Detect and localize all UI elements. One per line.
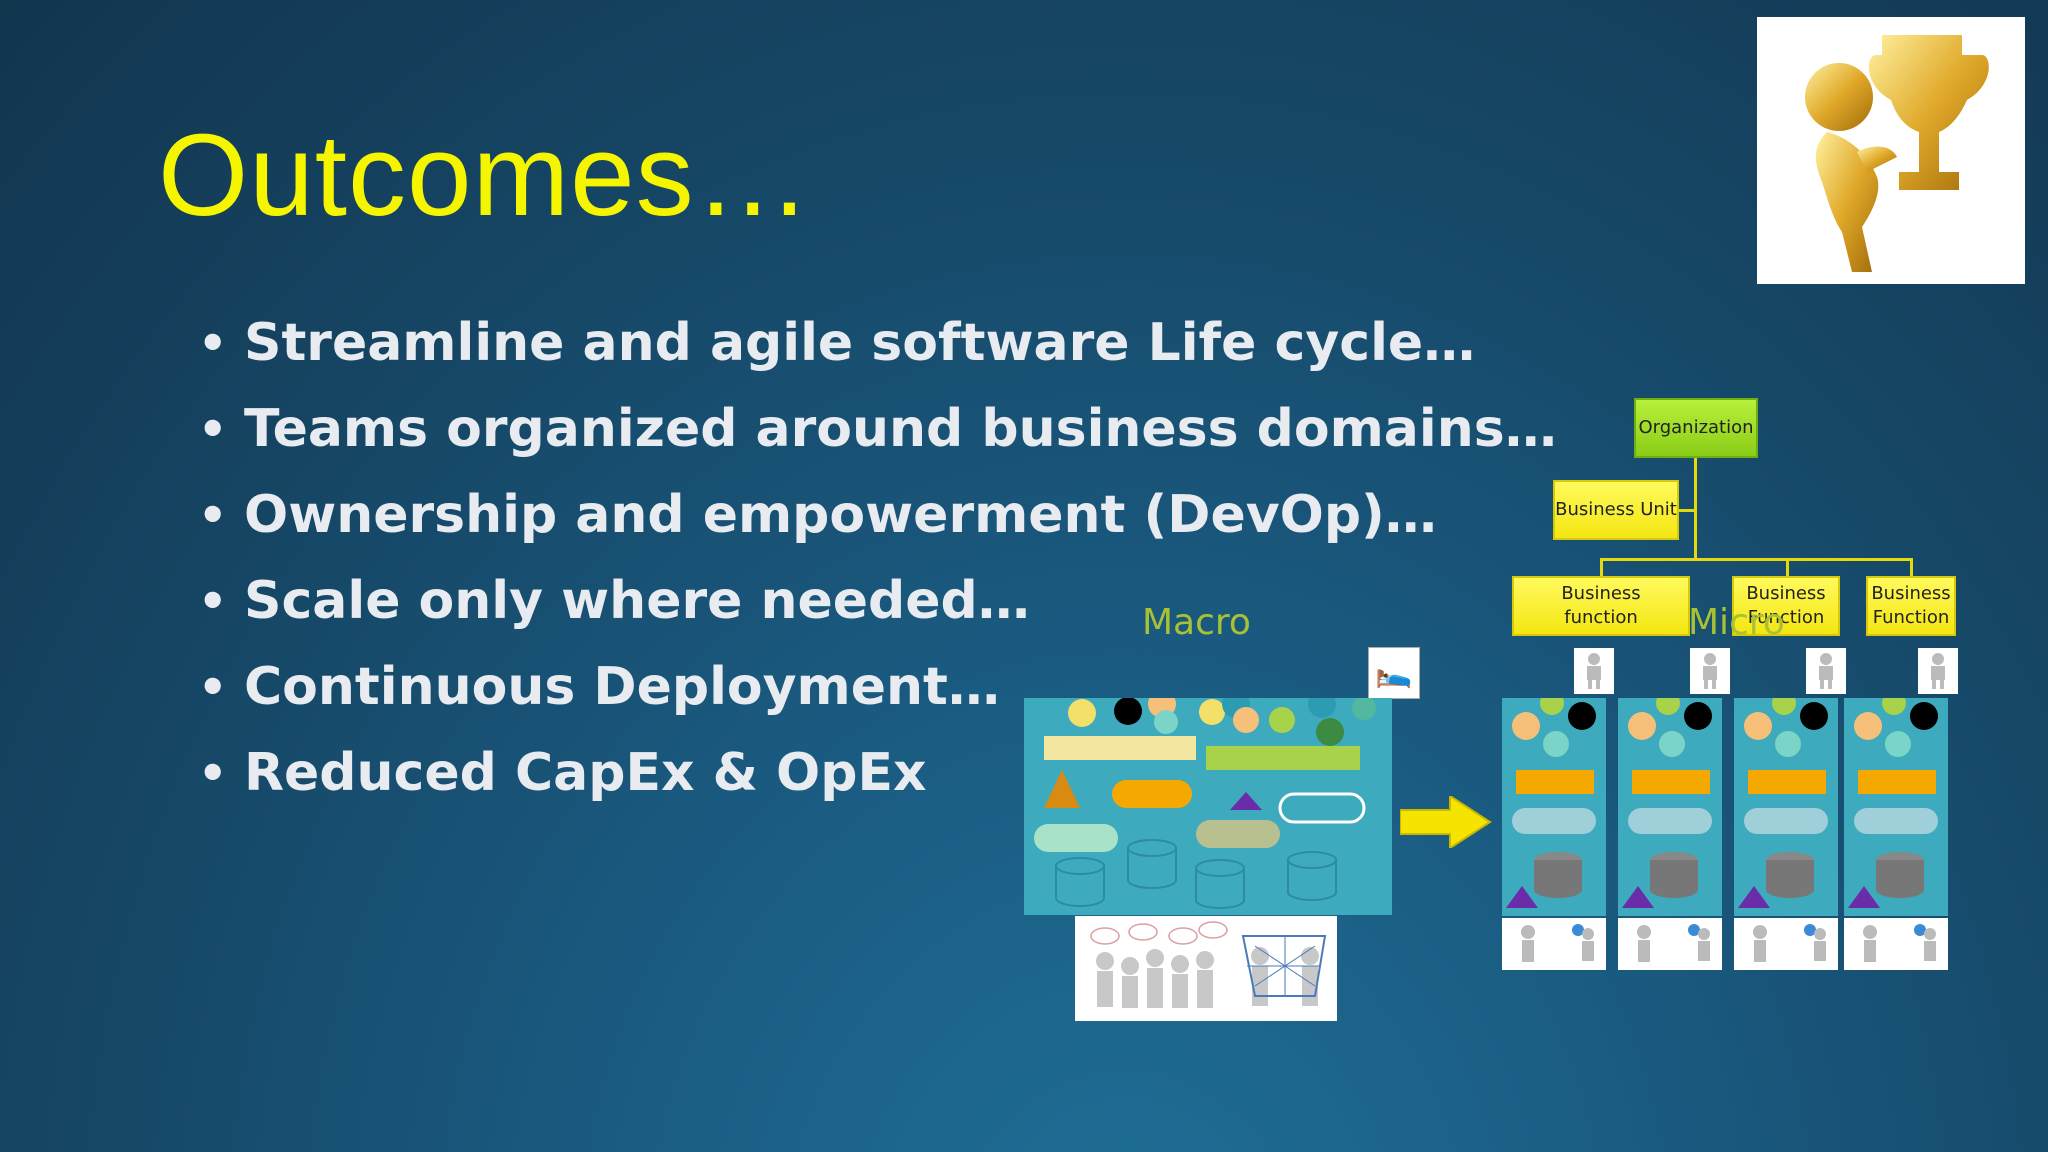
org-connector	[1600, 558, 1603, 576]
slide-title: Outcomes…	[158, 110, 812, 240]
bullet-item: Teams organized around business domains…	[198, 386, 1557, 472]
person-icon	[1918, 648, 1958, 694]
bullet-item: Scale only where needed…	[198, 558, 1557, 644]
macro-label: Macro	[1142, 602, 1251, 643]
microservice-box	[1734, 691, 1838, 916]
arrow-icon	[1399, 794, 1492, 852]
microservice-box	[1502, 691, 1606, 916]
microservice-box	[1844, 691, 1948, 916]
org-connector	[1679, 509, 1697, 512]
microservice-box	[1618, 691, 1722, 916]
org-node-business-function: Business Function	[1866, 576, 1956, 636]
org-connector	[1600, 558, 1912, 561]
bullet-item: Continuous Deployment…	[198, 644, 1557, 730]
bullet-item: Ownership and empowerment (DevOp)…	[198, 472, 1557, 558]
org-node-business-unit: Business Unit	[1553, 480, 1679, 540]
org-node-business-function: Business function	[1512, 576, 1690, 636]
team-people-image	[1502, 918, 1606, 970]
team-people-image	[1618, 918, 1722, 970]
team-people-image	[1734, 918, 1838, 970]
bullet-item: Streamline and agile software Life cycle…	[198, 300, 1557, 386]
trophy-image	[1757, 17, 2025, 284]
person-icon	[1806, 648, 1846, 694]
org-connector	[1910, 558, 1913, 576]
macro-service-box	[1024, 690, 1392, 915]
micro-label: Micro	[1688, 602, 1785, 643]
person-icon	[1690, 648, 1730, 694]
org-node-organization: Organization	[1634, 398, 1758, 458]
team-people-image	[1844, 918, 1948, 970]
sleep-icon: 🛌	[1368, 647, 1420, 699]
person-icon	[1574, 648, 1614, 694]
bullet-list: Streamline and agile software Life cycle…	[198, 300, 1557, 816]
org-node-business-function: Business Function	[1732, 576, 1840, 636]
org-connector	[1786, 558, 1789, 576]
team-people-image	[1075, 916, 1337, 1021]
bullet-item: Reduced CapEx & OpEx	[198, 730, 1557, 816]
